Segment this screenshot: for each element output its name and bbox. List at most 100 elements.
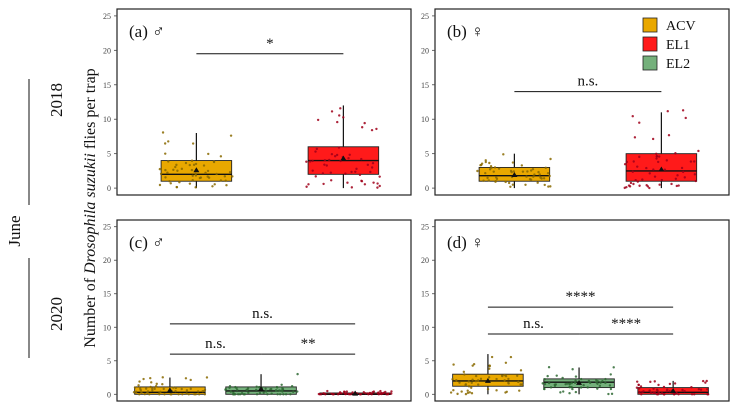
y-tick-label: 15 bbox=[421, 81, 429, 90]
data-point bbox=[629, 181, 633, 185]
y-tick-label: 25 bbox=[421, 12, 429, 21]
data-point bbox=[648, 389, 651, 392]
significance-label: n.s. bbox=[577, 74, 598, 90]
data-point bbox=[159, 390, 162, 394]
data-point bbox=[235, 388, 239, 392]
data-point bbox=[699, 388, 703, 391]
data-point bbox=[524, 183, 527, 186]
data-point bbox=[633, 136, 637, 139]
data-point bbox=[638, 121, 641, 124]
data-point bbox=[690, 385, 693, 389]
data-point bbox=[673, 382, 677, 385]
data-point bbox=[657, 383, 660, 387]
data-point bbox=[656, 393, 660, 396]
data-point bbox=[206, 169, 210, 173]
data-point bbox=[264, 387, 267, 391]
data-point bbox=[476, 379, 480, 382]
data-point bbox=[180, 167, 184, 171]
data-point bbox=[579, 386, 583, 389]
mean-marker bbox=[340, 155, 347, 161]
data-point bbox=[229, 390, 233, 393]
data-point bbox=[146, 390, 150, 393]
data-point bbox=[207, 152, 210, 156]
data-point bbox=[358, 393, 362, 396]
data-point bbox=[225, 184, 228, 187]
data-point bbox=[471, 364, 474, 367]
data-point bbox=[674, 152, 677, 155]
data-point bbox=[335, 153, 339, 157]
mean-marker bbox=[670, 387, 677, 393]
data-point bbox=[488, 367, 491, 370]
data-point bbox=[532, 175, 535, 178]
data-point bbox=[330, 152, 334, 156]
data-point bbox=[326, 389, 329, 393]
data-point bbox=[681, 388, 684, 392]
panel-frame bbox=[116, 219, 412, 402]
data-point bbox=[342, 390, 346, 393]
data-point bbox=[224, 179, 227, 182]
data-point bbox=[546, 171, 550, 175]
data-point bbox=[157, 392, 161, 395]
data-point bbox=[610, 392, 614, 396]
data-point bbox=[188, 182, 192, 185]
data-point bbox=[203, 388, 207, 392]
data-point bbox=[159, 172, 163, 176]
data-point bbox=[212, 160, 216, 164]
data-point bbox=[484, 159, 487, 162]
data-point bbox=[189, 378, 192, 382]
data-point bbox=[196, 390, 200, 393]
data-point bbox=[219, 179, 223, 182]
data-point bbox=[276, 393, 279, 396]
significance-label: n.s. bbox=[205, 336, 226, 352]
y-tick-label: 10 bbox=[421, 115, 429, 124]
data-point bbox=[330, 110, 334, 113]
data-point bbox=[638, 391, 641, 394]
data-point bbox=[638, 184, 641, 187]
data-point bbox=[656, 160, 660, 164]
y-tick-label: 25 bbox=[103, 12, 111, 21]
data-point bbox=[476, 169, 479, 173]
data-point bbox=[223, 175, 227, 178]
data-point bbox=[455, 379, 458, 382]
data-point bbox=[308, 160, 312, 163]
data-point bbox=[135, 390, 138, 394]
data-point bbox=[559, 391, 562, 394]
data-point bbox=[311, 169, 314, 172]
data-point bbox=[194, 186, 197, 189]
data-point bbox=[264, 390, 268, 393]
data-point bbox=[366, 392, 370, 395]
data-point bbox=[549, 185, 552, 188]
data-point bbox=[529, 178, 533, 181]
data-point bbox=[609, 387, 613, 391]
data-point bbox=[163, 393, 166, 396]
mean-marker bbox=[511, 172, 518, 178]
data-point bbox=[181, 393, 184, 396]
data-point bbox=[275, 386, 279, 389]
data-point bbox=[657, 155, 661, 158]
data-point bbox=[138, 380, 141, 383]
data-point bbox=[574, 375, 578, 378]
data-point bbox=[547, 185, 550, 188]
data-point bbox=[338, 114, 341, 117]
data-point bbox=[381, 392, 385, 395]
panel-label: (c) ♂ bbox=[129, 233, 165, 252]
box-el2 bbox=[541, 366, 615, 396]
data-point bbox=[296, 390, 299, 393]
data-point bbox=[166, 171, 169, 174]
data-point bbox=[574, 390, 578, 394]
data-point bbox=[289, 393, 292, 396]
data-point bbox=[466, 389, 469, 392]
data-point bbox=[451, 377, 454, 381]
data-point bbox=[345, 390, 349, 393]
data-point bbox=[351, 391, 354, 394]
data-point bbox=[318, 393, 321, 396]
data-point bbox=[660, 392, 664, 395]
data-point bbox=[231, 393, 235, 396]
data-point bbox=[495, 377, 498, 381]
data-point bbox=[188, 163, 191, 167]
data-point bbox=[258, 385, 261, 389]
data-point bbox=[158, 183, 162, 187]
data-point bbox=[153, 387, 156, 391]
data-point bbox=[677, 184, 680, 187]
